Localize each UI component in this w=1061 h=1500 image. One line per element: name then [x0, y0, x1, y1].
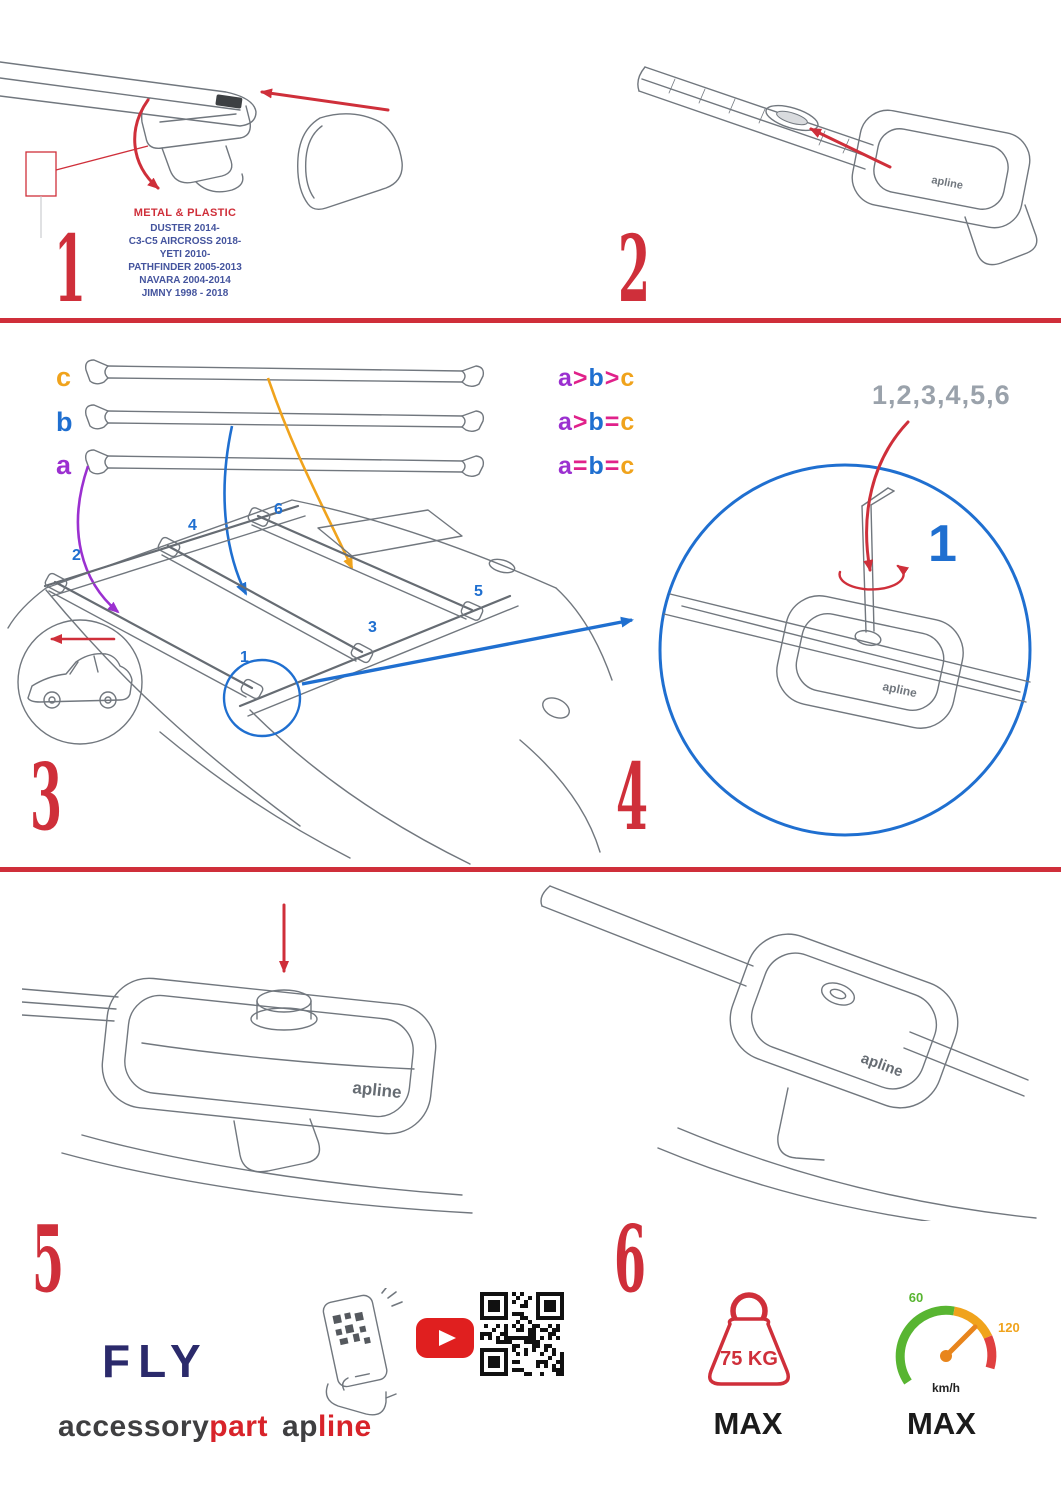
weight-limit-icon: 75 KG: [708, 1292, 790, 1386]
material-label: METAL & PLASTIC: [133, 207, 237, 219]
gauge-hub: [940, 1350, 952, 1362]
apline-logo-text: apline: [930, 174, 964, 192]
section-divider-2: [0, 867, 1061, 872]
gauge-orange-arc: [953, 1306, 993, 1340]
step3-number: 3: [30, 743, 63, 851]
step2-illustration: apline: [637, 66, 1038, 266]
car-side-view: [27, 652, 133, 709]
vehicle-item: YETI 2010-: [159, 249, 211, 261]
step4-number: 4: [616, 743, 649, 851]
legend-row-3: a=b=c: [558, 452, 636, 480]
crossbars-illustration: [84, 359, 485, 477]
speed-max-label: MAX: [907, 1406, 976, 1441]
bar-label-a: a: [56, 450, 72, 480]
hand: [325, 1377, 397, 1416]
insert-arrow: [809, 127, 892, 169]
bar-label-c: c: [56, 362, 72, 392]
cover-shell: [297, 113, 403, 211]
qr-code: [480, 1292, 564, 1376]
step5-mounted-illustration: apline: [540, 885, 1037, 1221]
speed-unit-label: km/h: [932, 1381, 960, 1395]
gauge-green-arc: [895, 1305, 955, 1385]
gauge-needle: [943, 1324, 978, 1359]
crossbar: [84, 359, 485, 387]
zoom-circle: [658, 463, 1032, 837]
sequence-arrow: [863, 420, 910, 572]
step6-number: 6: [614, 1205, 647, 1313]
position1-highlight-circle: [222, 658, 302, 738]
bar-slot-hole: [765, 104, 819, 132]
brand-ap: ap: [281, 1410, 318, 1443]
leader-line: [55, 145, 149, 171]
foot-body: apline: [101, 977, 437, 1173]
scan-motion-lines: [381, 1288, 403, 1307]
foot-pad: apline: [851, 109, 1038, 266]
first-position-number: 1: [928, 515, 957, 573]
zoom-link-arrow: [301, 616, 634, 686]
route-arrow-a: [76, 465, 120, 614]
roof-position-5: 5: [474, 583, 483, 600]
vehicle-item: DUSTER 2014-: [150, 223, 220, 235]
speed-limit-icon: 60 120 km/h: [895, 1290, 1020, 1395]
step4-detail-circle: apline: [658, 463, 1032, 837]
weight-value: 75 KG: [720, 1348, 778, 1370]
brand-part: part: [209, 1410, 268, 1443]
youtube-icon: [416, 1318, 474, 1358]
vehicle-item: NAVARA 2004-2014: [139, 275, 231, 287]
car-direction-inset: [17, 619, 143, 745]
roof-position-3: 3: [368, 619, 377, 636]
phone-screen-qr: [332, 1311, 371, 1346]
bar-hatching: [668, 78, 850, 154]
bar-label-b: b: [56, 407, 73, 437]
brand-line: line: [318, 1410, 372, 1443]
legend-row-1: a>b>c: [558, 364, 636, 392]
vehicle-item: JIMNY 1998 - 2018: [141, 288, 229, 300]
vehicle-item: PATHFINDER 2005-2013: [128, 262, 242, 274]
cover-to-bar-arrow: [260, 88, 390, 112]
roof-crossbars: [44, 507, 484, 700]
vehicle-item: C3-C5 AIRCROSS 2018-: [128, 236, 242, 248]
speed-120-label: 120: [998, 1320, 1020, 1335]
step2-number: 2: [618, 215, 651, 323]
roof-illustration: [7, 499, 613, 865]
roof-position-2: 2: [72, 547, 81, 564]
weight-max-label: MAX: [713, 1406, 783, 1441]
apline-logo-text: apline: [859, 1050, 906, 1081]
legend-row-2: a>b=c: [558, 408, 636, 436]
brand-accessory: accessory: [58, 1410, 210, 1443]
right-rail: [238, 594, 512, 708]
step1-number: 1: [54, 215, 87, 323]
left-rail: [43, 504, 300, 588]
sunroof: [317, 509, 463, 557]
apline-logo-text: apline: [352, 1078, 403, 1102]
step1-illustration: [0, 61, 403, 238]
apline-logo-chip: [215, 94, 243, 109]
product-name: FLY: [102, 1335, 209, 1387]
roof-position-4: 4: [188, 517, 197, 534]
section-divider-1: [0, 318, 1061, 323]
roof-position-6: 6: [274, 501, 283, 518]
kettlebell-body: [708, 1317, 790, 1386]
rotate-key-arrow: [838, 564, 910, 591]
step5-number: 5: [32, 1205, 65, 1313]
step5-knob-illustration: apline: [22, 903, 473, 1214]
phone-qr-icon: [322, 1288, 403, 1416]
tightening-sequence: 1,2,3,4,5,6: [872, 380, 1011, 410]
tightening-knob: [250, 989, 318, 1031]
foot-clamp: [140, 97, 251, 193]
gauge-red-arc: [983, 1335, 997, 1370]
roof-position-1: 1: [240, 649, 249, 666]
speed-60-label: 60: [909, 1290, 923, 1305]
foot-mounted: apline: [729, 933, 959, 1161]
antenna: [488, 558, 516, 574]
clamp-rotate-arrow: [133, 98, 160, 190]
step1-materials: METAL & PLASTIC DUSTER 2014- C3-C5 AIRCR…: [110, 206, 260, 300]
leader-box: [25, 151, 57, 197]
